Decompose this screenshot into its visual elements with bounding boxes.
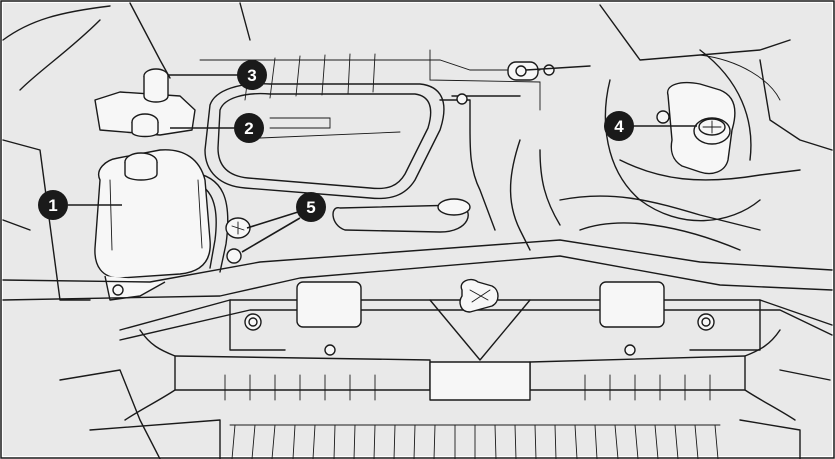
callout-leaders <box>68 74 697 253</box>
callout-3-label: 3 <box>247 66 256 85</box>
left-bolt <box>244 313 262 331</box>
callout-1-label: 1 <box>48 196 57 215</box>
upper-reservoirs <box>94 68 196 138</box>
brake-fluid-reservoir <box>656 81 736 175</box>
radiator-fins <box>224 374 721 459</box>
right-bolt <box>697 313 715 331</box>
lower-bumper <box>59 329 831 459</box>
upper-bracket <box>507 61 591 81</box>
callout-5: 5 <box>296 192 326 222</box>
callout-4-label: 4 <box>614 117 624 136</box>
oil-filler-and-dipstick <box>225 198 471 264</box>
callout-5-label: 5 <box>306 198 315 217</box>
brake-booster <box>604 49 761 222</box>
callout-4: 4 <box>604 111 634 141</box>
upper-grille <box>244 53 376 101</box>
front-crossmember <box>2 239 833 361</box>
callout-1: 1 <box>38 190 68 220</box>
callout-2: 2 <box>234 113 264 143</box>
callout-2-label: 2 <box>244 119 253 138</box>
callout-3: 3 <box>237 60 267 90</box>
